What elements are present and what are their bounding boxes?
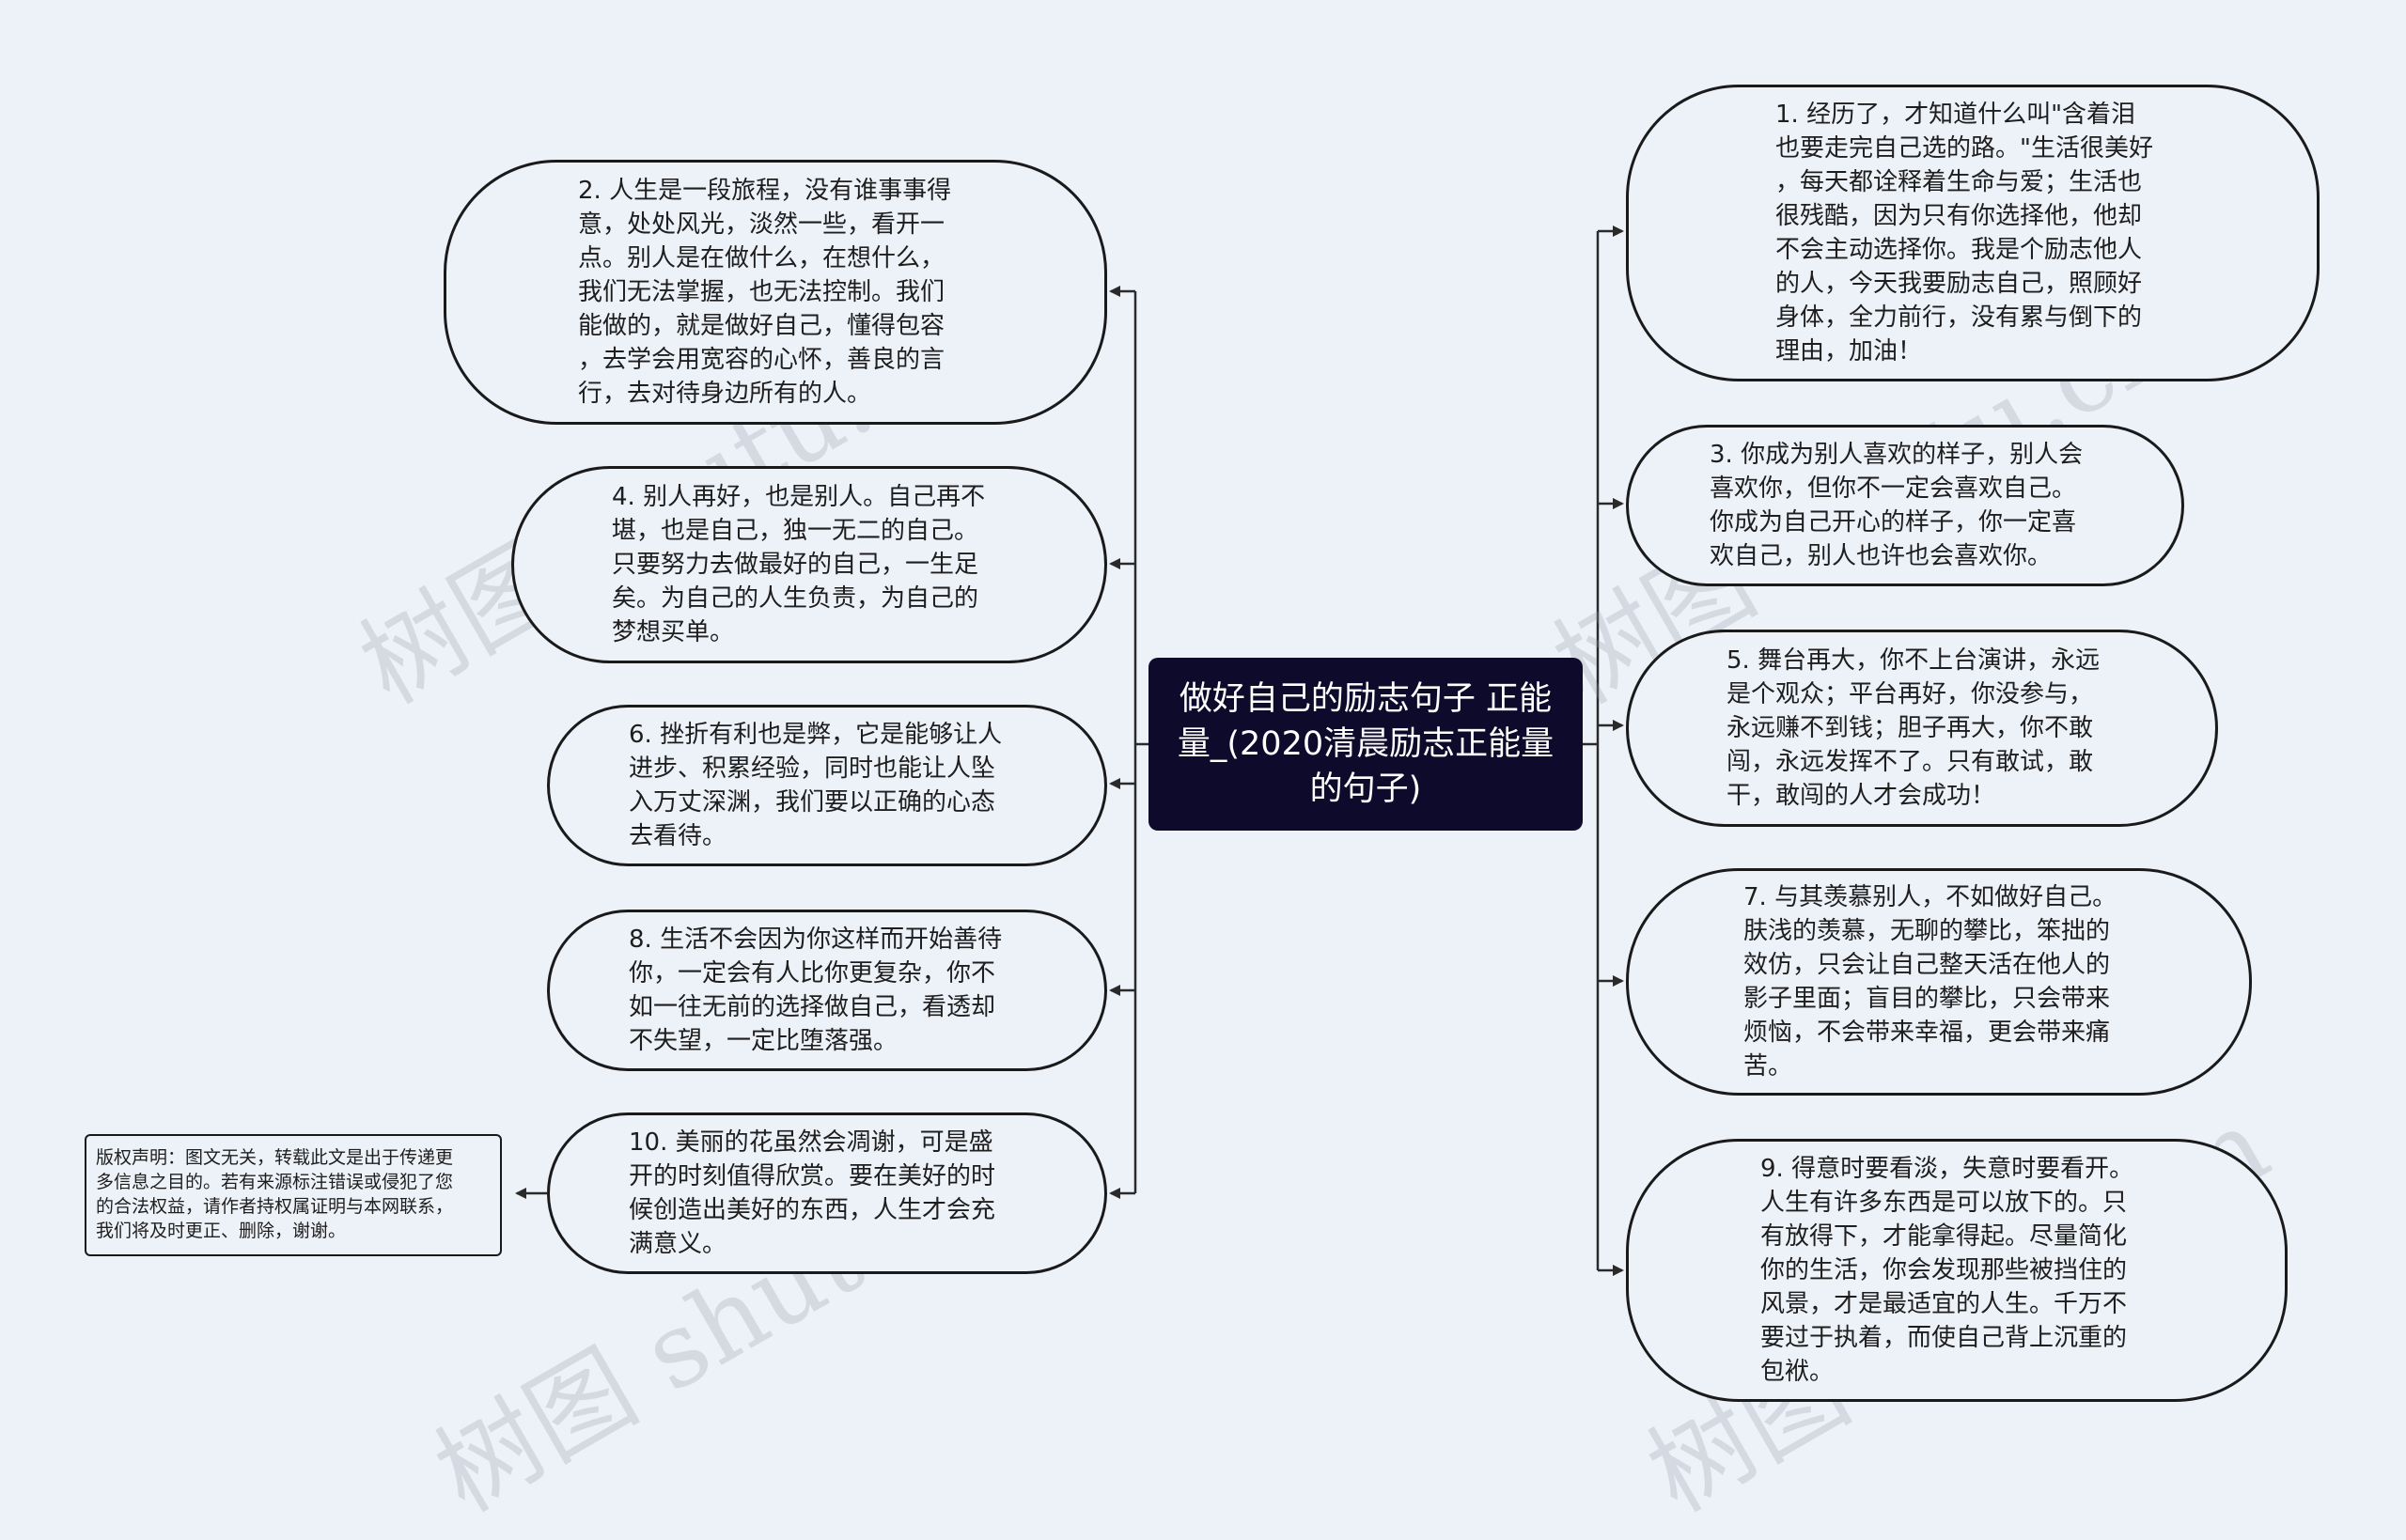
copyright-note: 版权声明：图文无关，转载此文是出于传递更 多信息之目的。若有来源标注错误或侵犯了… bbox=[85, 1134, 502, 1256]
central-topic-label: 做好自己的励志句子 正能量_(2020清晨励志正能量的句子) bbox=[1177, 680, 1555, 808]
branch-node-text: 4. 别人再好，也是别人。自己再不 堪，也是自己，独一无二的自己。 只要努力去做… bbox=[612, 483, 986, 646]
branch-node-5[interactable]: 5. 舞台再大，你不上台演讲，永远 是个观众；平台再好，你没参与， 永远赚不到钱… bbox=[1626, 630, 2218, 827]
connector-layer bbox=[515, 226, 1624, 1276]
branch-node-text: 6. 挫折有利也是弊，它是能够让人 进步、积累经验，同时也能让人坠 入万丈深渊，… bbox=[629, 721, 1003, 850]
branch-node-text: 1. 经历了，才知道什么叫"含着泪 也要走完自己选的路。"生活很美好 ，每天都诠… bbox=[1775, 101, 2153, 366]
branch-node-7[interactable]: 7. 与其羡慕别人，不如做好自己。 肤浅的羡慕，无聊的攀比，笨拙的 效仿，只会让… bbox=[1626, 868, 2252, 1096]
branch-node-text: 5. 舞台再大，你不上台演讲，永远 是个观众；平台再好，你没参与， 永远赚不到钱… bbox=[1726, 646, 2101, 810]
branch-node-text: 8. 生活不会因为你这样而开始善待 你，一定会有人比你更复杂，你不 如一往无前的… bbox=[629, 926, 1003, 1055]
branch-node-3[interactable]: 3. 你成为别人喜欢的样子，别人会 喜欢你，但你不一定会喜欢自己。 你成为自己开… bbox=[1626, 425, 2184, 586]
central-topic[interactable]: 做好自己的励志句子 正能量_(2020清晨励志正能量的句子) bbox=[1148, 658, 1583, 831]
branch-node-8[interactable]: 8. 生活不会因为你这样而开始善待 你，一定会有人比你更复杂，你不 如一往无前的… bbox=[547, 910, 1107, 1071]
branch-node-9[interactable]: 9. 得意时要看淡，失意时要看开。 人生有许多东西是可以放下的。只 有放得下，才… bbox=[1626, 1139, 2288, 1402]
branch-node-1[interactable]: 1. 经历了，才知道什么叫"含着泪 也要走完自己选的路。"生活很美好 ，每天都诠… bbox=[1626, 85, 2320, 381]
branch-node-text: 10. 美丽的花虽然会凋谢，可是盛 开的时刻值得欣赏。要在美好的时 候创造出美好… bbox=[629, 1128, 996, 1258]
connector-left-trunk bbox=[1133, 291, 1148, 1193]
branch-node-text: 2. 人生是一段旅程，没有谁事事得 意，处处风光，淡然一些，看开一 点。别人是在… bbox=[578, 177, 952, 408]
branch-node-text: 3. 你成为别人喜欢的样子，别人会 喜欢你，但你不一定会喜欢自己。 你成为自己开… bbox=[1710, 441, 2084, 570]
branch-node-text: 7. 与其羡慕别人，不如做好自己。 肤浅的羡慕，无聊的攀比，笨拙的 效仿，只会让… bbox=[1743, 883, 2117, 1081]
branch-node-2[interactable]: 2. 人生是一段旅程，没有谁事事得 意，处处风光，淡然一些，看开一 点。别人是在… bbox=[444, 160, 1107, 425]
branch-node-10[interactable]: 10. 美丽的花虽然会凋谢，可是盛 开的时刻值得欣赏。要在美好的时 候创造出美好… bbox=[547, 1112, 1107, 1274]
branch-node-6[interactable]: 6. 挫折有利也是弊，它是能够让人 进步、积累经验，同时也能让人坠 入万丈深渊，… bbox=[547, 705, 1107, 866]
connector-right-trunk bbox=[1583, 231, 1600, 1270]
branch-node-text: 9. 得意时要看淡，失意时要看开。 人生有许多东西是可以放下的。只 有放得下，才… bbox=[1760, 1155, 2134, 1386]
branch-node-4[interactable]: 4. 别人再好，也是别人。自己再不 堪，也是自己，独一无二的自己。 只要努力去做… bbox=[511, 466, 1107, 663]
